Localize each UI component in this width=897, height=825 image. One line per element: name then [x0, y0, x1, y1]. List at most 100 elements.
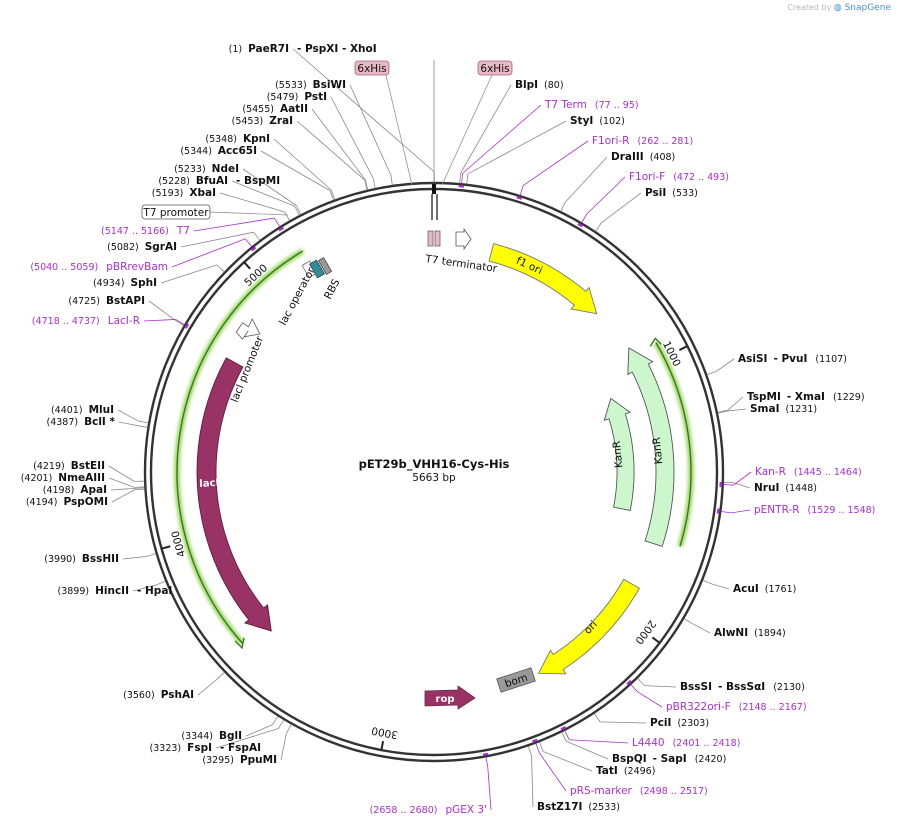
enzyme-name: PaeR7I [248, 43, 289, 55]
enzyme-name: KpnI [243, 133, 270, 145]
rop-feature: rop [424, 685, 476, 710]
enzyme-name: PpuMI [240, 754, 277, 766]
enzyme-name: NruI [754, 482, 779, 494]
primer-range: (2498 .. 2517) [640, 786, 708, 797]
primer-site: T7 Term(77 .. 95) [458, 99, 639, 188]
enzyme-position: (102) [599, 116, 625, 127]
snapgene-logo: ◍ SnapGene [833, 3, 891, 13]
enzyme-site: TspMI- XmaI(1229) [747, 391, 865, 403]
enzyme-stub [253, 231, 261, 241]
primer-stub [273, 217, 280, 227]
enzyme-name: SphI [131, 277, 157, 289]
primer-mark [626, 679, 632, 686]
enzyme-name: StyI [570, 115, 593, 127]
enzyme-site: AlwNI(1894) [714, 627, 786, 639]
enzyme-stub [295, 205, 302, 215]
primer-leader [733, 471, 752, 486]
enzyme-leader [197, 678, 218, 696]
enzyme-leader [566, 740, 609, 760]
enzyme-leader [242, 168, 297, 206]
enzyme-name: TatI [596, 765, 618, 777]
his-tag-2: 6xHis [477, 60, 513, 76]
primer-name: T7 Term [544, 99, 587, 111]
plasmid-size: 5663 bp [412, 472, 456, 484]
enzyme-leader [330, 96, 374, 179]
primer-range: (5040 .. 5059) [30, 262, 98, 273]
laci-promoter-feature: lacI promoter [229, 318, 266, 404]
primer-range: (2148 .. 2167) [739, 702, 807, 713]
t7-promoter: T7 promoter [141, 204, 289, 220]
enzyme-position: (4201) [21, 473, 53, 484]
primer-leader [193, 217, 275, 232]
enzyme-leader [542, 751, 593, 772]
enzyme-position: (4934) [93, 278, 125, 289]
enzyme-leader [110, 487, 135, 491]
enzyme-site: BssHII(3990) [44, 553, 119, 565]
enzyme-leader [467, 120, 567, 175]
enzyme-name: AsiSI [738, 353, 767, 365]
enzyme-name: MluI [89, 404, 114, 416]
enzyme-name: FspI [187, 742, 212, 754]
kanr-orf-arc [655, 342, 692, 547]
enzyme-name: BstAPI [106, 295, 145, 307]
t7-terminator-label: T7 terminator [424, 253, 499, 275]
rop-label: rop [436, 694, 455, 705]
kanr-inner-arrow [603, 397, 635, 511]
primer-range: (2401 .. 2418) [673, 738, 741, 749]
brand-name: SnapGene [844, 3, 891, 13]
enzyme-extra: - BspMI [236, 175, 280, 187]
enzyme-stub [272, 716, 279, 726]
enzyme-site: ZraI(5453) [232, 115, 293, 127]
enzyme-position: (4198) [43, 485, 75, 496]
enzyme-site: SphI (4934) [93, 277, 157, 289]
primer-mark [716, 508, 720, 514]
his-tag-1: 6xHis [354, 60, 390, 76]
primer-mark [482, 752, 489, 756]
enzyme-stub [137, 425, 148, 428]
enzyme-leader [180, 231, 254, 248]
enzyme-extra: - HpaI [137, 585, 172, 597]
enzyme-position: (3295) [202, 755, 234, 766]
enzyme-site: AsiSI- PvuI(1107) [738, 353, 847, 365]
primer-range: (472 .. 493) [673, 172, 729, 183]
enzyme-stub [286, 724, 292, 734]
label-lines [108, 48, 752, 811]
enzyme-name: SmaI [750, 403, 780, 415]
primer-name: pBR322ori-F [666, 701, 731, 713]
primer-name: LacI-R [108, 315, 140, 327]
enzyme-leader [280, 733, 287, 761]
enzyme-leader [460, 84, 512, 174]
his-tag-1-leader [385, 74, 413, 186]
tick-mark [380, 741, 385, 751]
enzyme-stub [717, 409, 728, 413]
enzyme-leader [727, 408, 747, 412]
enzyme-leader [231, 180, 295, 207]
enzyme-site: BstAPI(4725) [68, 295, 145, 307]
primer-leader [143, 319, 176, 322]
enzyme-name: BlpI [515, 79, 538, 91]
primer-name: F1ori-R [592, 135, 629, 147]
enzyme-stub [294, 206, 300, 216]
enzyme-leader [716, 358, 735, 372]
enzyme-stub [138, 420, 149, 424]
enzyme-position: (80) [544, 80, 564, 91]
enzyme-name: BglI [219, 730, 242, 742]
enzyme-leader [712, 583, 730, 590]
kanr-inner-label: KanR [611, 440, 626, 468]
enzyme-position: (3899) [58, 586, 90, 597]
primer-leader [462, 104, 542, 174]
primer-name: pGEX 3' [445, 804, 487, 816]
enzyme-name: ZraI [269, 115, 293, 127]
feature-layer [174, 184, 694, 675]
enzyme-name: PsiI [645, 187, 666, 199]
enzyme-leader [564, 156, 608, 203]
enzyme-leader [292, 48, 435, 173]
enzyme-site: PshAI(3560) [123, 689, 194, 701]
enzyme-name: XbaI [189, 187, 216, 199]
enzyme-position: (3323) [150, 743, 182, 754]
primer-name: Kan-R [755, 466, 786, 478]
primer-stub [721, 511, 732, 514]
primer-leader [569, 739, 629, 744]
enzyme-name: NmeAIII [58, 472, 105, 484]
primer-stub [519, 185, 524, 196]
